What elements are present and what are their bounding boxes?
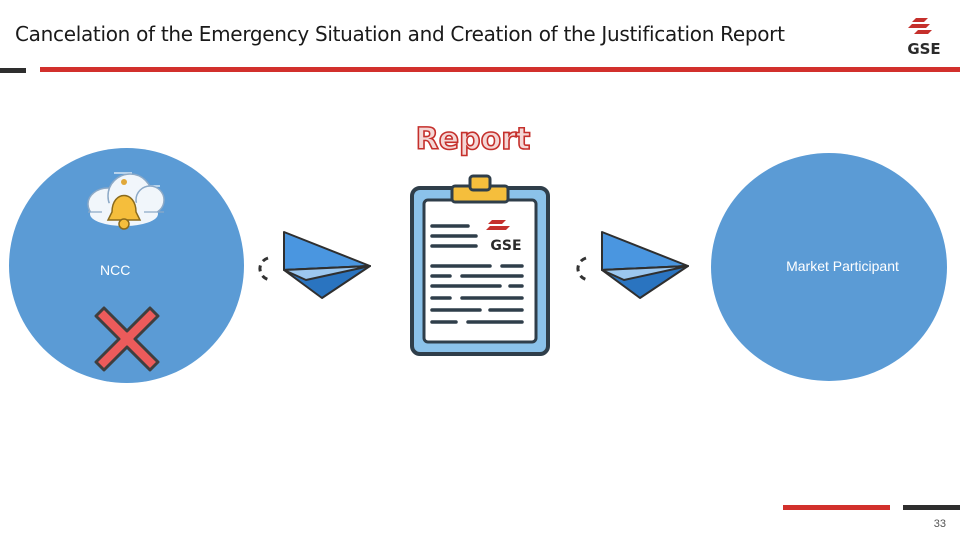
header-divider-red: [40, 67, 960, 72]
bell-cloud-icon: [87, 172, 165, 230]
paper-plane-icon: [576, 231, 689, 299]
paper-plane-icon: [258, 231, 371, 299]
ncc-label: NCC: [100, 262, 131, 278]
cancel-x-icon: [94, 306, 160, 372]
report-heading: Report: [415, 121, 531, 158]
clipboard-report-icon: GSE: [410, 174, 550, 356]
market-participant-label: Market Participant: [786, 258, 899, 274]
slide-title: Cancelation of the Emergency Situation a…: [15, 22, 785, 46]
header-divider-dark: [0, 68, 26, 73]
page-number: 33: [933, 518, 946, 530]
logo-text: GSE: [907, 40, 940, 58]
footer-divider-red: [783, 505, 890, 510]
footer-divider-dark: [903, 505, 960, 510]
gse-logo: GSE: [907, 18, 941, 58]
market-participant-circle: [711, 153, 947, 381]
clipboard-logo-text: GSE: [490, 238, 521, 254]
